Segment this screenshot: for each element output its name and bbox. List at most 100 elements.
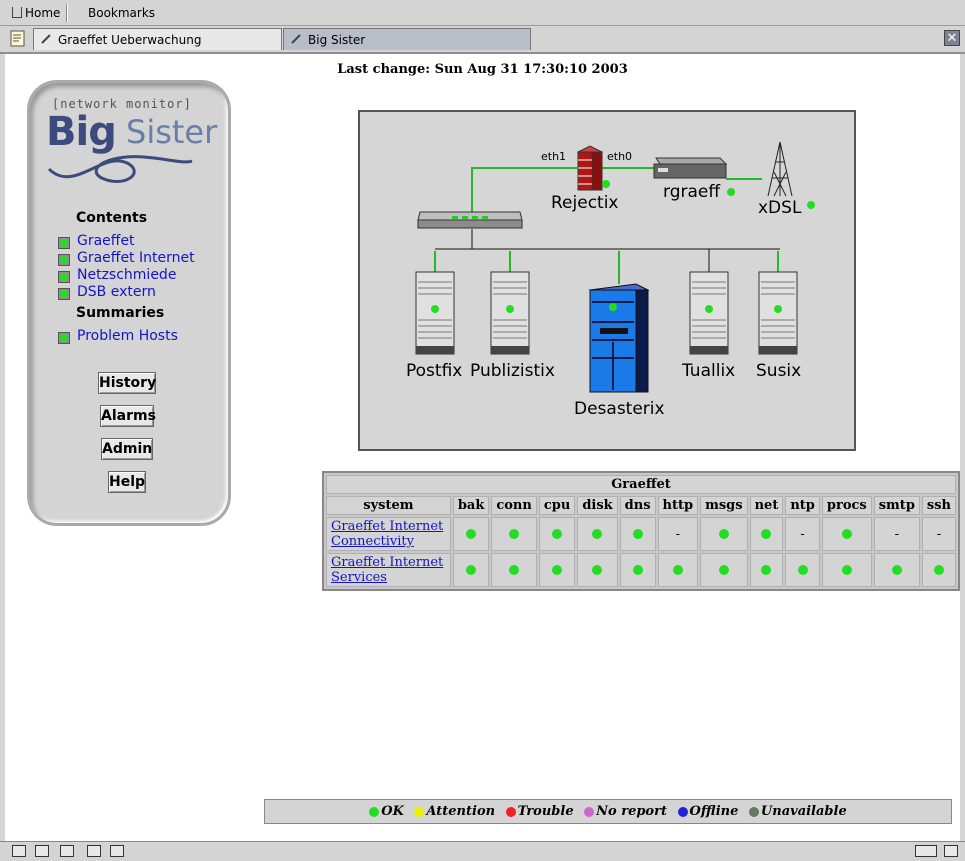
status-none: - bbox=[921, 517, 956, 551]
legend-ok: OK bbox=[369, 804, 404, 819]
page-content: Last change: Sun Aug 31 17:30:10 2003 [n… bbox=[5, 54, 960, 841]
legend-unavailable: Unavailable bbox=[748, 804, 847, 819]
home-icon bbox=[12, 7, 22, 18]
status-light[interactable] bbox=[921, 553, 956, 587]
status-light[interactable] bbox=[821, 517, 872, 551]
legend-dot bbox=[505, 806, 516, 817]
summaries-heading: Summaries bbox=[76, 305, 165, 321]
address-book-icon[interactable] bbox=[87, 845, 101, 857]
page-icon[interactable] bbox=[9, 30, 27, 48]
admin-button[interactable]: Admin bbox=[101, 438, 153, 460]
status-light-icon bbox=[58, 271, 70, 283]
status-light[interactable] bbox=[749, 517, 784, 551]
status-ok-icon bbox=[632, 565, 643, 575]
security-lock-icon[interactable] bbox=[944, 845, 958, 857]
status-light[interactable] bbox=[785, 553, 820, 587]
legend-dot bbox=[414, 806, 425, 817]
status-none: - bbox=[873, 517, 920, 551]
status-ok-icon bbox=[672, 565, 683, 575]
sidebar-link-dsb-extern[interactable]: DSB extern bbox=[77, 284, 156, 300]
sidebar-link-graeffet[interactable]: Graeffet bbox=[77, 233, 135, 249]
status-ok-icon bbox=[933, 565, 944, 575]
switch-icon bbox=[417, 211, 523, 229]
status-light[interactable] bbox=[700, 553, 748, 587]
status-light[interactable] bbox=[538, 517, 576, 551]
history-button[interactable]: History bbox=[98, 372, 156, 394]
sidebar-link-problem-hosts[interactable]: Problem Hosts bbox=[77, 328, 178, 344]
status-none: - bbox=[657, 517, 699, 551]
navigator-icon[interactable] bbox=[12, 845, 26, 857]
router-icon bbox=[653, 157, 735, 196]
column-header: ssh bbox=[921, 496, 956, 515]
sidebar: [network monitor] Big Sister Contents Gr… bbox=[27, 80, 231, 526]
legend-dot bbox=[677, 806, 688, 817]
status-light[interactable] bbox=[577, 517, 618, 551]
legend-no-report: No report bbox=[584, 804, 667, 819]
server-postfix-icon bbox=[415, 271, 455, 355]
tab-strip: Graeffet Ueberwachung Big Sister ✕ bbox=[0, 26, 965, 54]
status-light[interactable] bbox=[821, 553, 872, 587]
network-diagram-drawing bbox=[415, 141, 815, 393]
column-header: ntp bbox=[785, 496, 820, 515]
status-light[interactable] bbox=[873, 553, 920, 587]
tab-graeffet-ueberwachung[interactable]: Graeffet Ueberwachung bbox=[33, 28, 282, 50]
label-tuallix[interactable]: Tuallix bbox=[682, 361, 736, 381]
status-light[interactable] bbox=[619, 553, 656, 587]
mail-icon[interactable] bbox=[35, 845, 49, 857]
tab-big-sister[interactable]: Big Sister bbox=[283, 28, 531, 50]
help-button[interactable]: Help bbox=[108, 471, 146, 493]
composer-icon[interactable] bbox=[60, 845, 74, 857]
status-light[interactable] bbox=[452, 553, 490, 587]
status-light[interactable] bbox=[491, 553, 537, 587]
status-ok-icon bbox=[592, 565, 603, 575]
status-ok-icon bbox=[797, 565, 808, 575]
legend-dot bbox=[369, 806, 380, 817]
home-button[interactable]: Home bbox=[8, 4, 64, 22]
server-tuallix-icon bbox=[689, 271, 729, 355]
column-header: conn bbox=[491, 496, 537, 515]
label-xdsl[interactable]: xDSL bbox=[758, 198, 802, 218]
column-header: net bbox=[749, 496, 784, 515]
status-light[interactable] bbox=[749, 553, 784, 587]
chat-icon[interactable] bbox=[110, 845, 124, 857]
logo-big: Big bbox=[46, 109, 117, 155]
logo-tagline: [network monitor] bbox=[52, 97, 192, 111]
label-susix[interactable]: Susix bbox=[756, 361, 802, 381]
status-light[interactable] bbox=[657, 553, 699, 587]
label-desasterix[interactable]: Desasterix bbox=[574, 399, 665, 419]
status-ok-icon bbox=[552, 529, 563, 539]
status-ok-icon bbox=[718, 529, 729, 539]
label-eth0: eth0 bbox=[607, 150, 633, 163]
xdsl-status bbox=[807, 201, 815, 209]
tab-pin-icon bbox=[41, 34, 51, 44]
bookmarks-button[interactable]: Bookmarks bbox=[88, 6, 156, 20]
label-eth1: eth1 bbox=[541, 150, 567, 163]
server-susix-icon bbox=[758, 271, 798, 355]
legend-attention: Attention bbox=[414, 804, 495, 819]
logo-sister: Sister bbox=[126, 113, 218, 151]
network-diagram: eth1 eth0 Rejectix rgraeff xDSL Postfix … bbox=[358, 110, 856, 451]
status-light[interactable] bbox=[619, 517, 656, 551]
status-light[interactable] bbox=[491, 517, 537, 551]
system-link[interactable]: Graeffet Internet Connectivity bbox=[326, 517, 451, 551]
sidebar-link-netzschmiede[interactable]: Netzschmiede bbox=[77, 267, 177, 283]
status-bar bbox=[0, 841, 965, 861]
status-light[interactable] bbox=[538, 553, 576, 587]
status-legend: OK Attention Trouble No report Offline U… bbox=[264, 799, 952, 824]
label-rgraeff[interactable]: rgraeff bbox=[663, 182, 721, 202]
system-link[interactable]: Graeffet Internet Services bbox=[326, 553, 451, 587]
toolbar-separator bbox=[66, 4, 67, 22]
label-publizistix[interactable]: Publizistix bbox=[470, 361, 555, 381]
status-none: - bbox=[785, 517, 820, 551]
label-postfix[interactable]: Postfix bbox=[406, 361, 463, 381]
status-light[interactable] bbox=[452, 517, 490, 551]
status-light[interactable] bbox=[577, 553, 618, 587]
close-tab-button[interactable]: ✕ bbox=[944, 30, 960, 46]
sidebar-link-graeffet-internet[interactable]: Graeffet Internet bbox=[77, 250, 195, 266]
status-ok-icon bbox=[761, 565, 772, 575]
column-header: cpu bbox=[538, 496, 576, 515]
label-rejectix[interactable]: Rejectix bbox=[551, 193, 619, 213]
alarms-button[interactable]: Alarms bbox=[100, 405, 156, 427]
status-light[interactable] bbox=[700, 517, 748, 551]
status-ok-icon bbox=[509, 565, 520, 575]
